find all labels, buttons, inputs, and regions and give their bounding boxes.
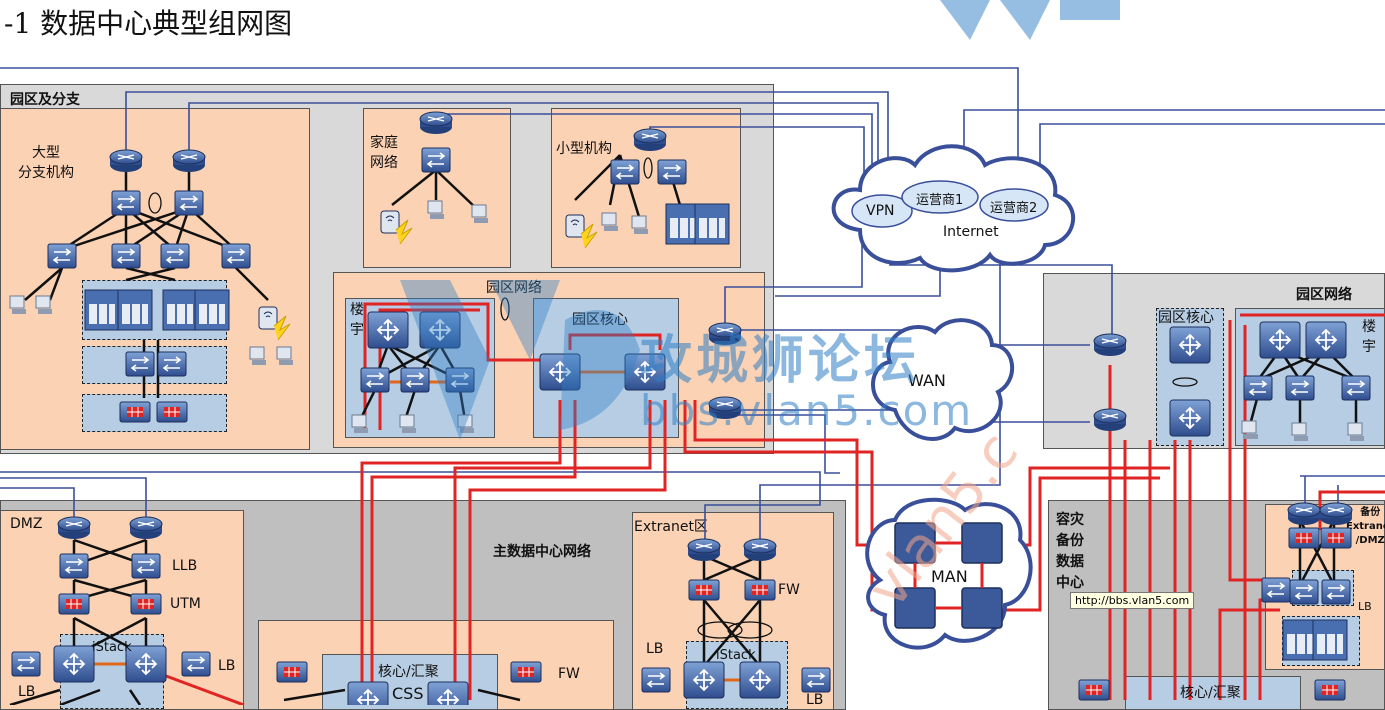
core-fw-label: FW <box>558 666 580 682</box>
large-branch-routers <box>109 149 206 173</box>
right-building-label: 楼 宇 <box>1362 319 1376 355</box>
dr-core-agg-label: 核心/汇聚 <box>1180 685 1241 701</box>
dr-dc-title: 容灾 备份 数据 中心 <box>1056 512 1084 591</box>
core-agg-label: 核心/汇聚 <box>378 664 439 680</box>
right-campus-title: 园区网络 <box>1296 287 1352 303</box>
large-branch-core <box>111 190 204 216</box>
dmz-istack-label: iStack <box>92 640 132 655</box>
large-branch-label: 大型 分支机构 <box>18 145 74 181</box>
dmz-lb-left-label: LB <box>18 684 36 700</box>
page-title: -1 数据中心典型组网图 <box>4 7 293 40</box>
dmz-lb-right-label: LB <box>218 658 236 674</box>
large-branch-box <box>0 108 310 450</box>
campus-core-label: 园区核心 <box>572 309 628 329</box>
extranet-fw-label: FW <box>778 582 800 598</box>
extranet-lb-left-label: LB <box>646 641 664 657</box>
building-label: 楼 宇 <box>350 302 364 338</box>
logo-watermark-center <box>400 280 640 440</box>
small-org-label: 小型机构 <box>556 141 612 157</box>
man-switches <box>894 522 1003 629</box>
campus-branch-title: 园区及分支 <box>10 92 80 108</box>
main-dc-title: 主数据中心网络 <box>493 544 591 560</box>
branch-switch-pair <box>125 351 187 377</box>
right-core-switches <box>1169 326 1211 437</box>
internet-label: Internet <box>943 224 999 240</box>
right-edge-routers <box>1093 333 1127 432</box>
home-network-label: 家庭 网络 <box>370 135 398 171</box>
extranet-label: Extranet区 <box>634 519 708 535</box>
dmz-label: DMZ <box>10 516 43 532</box>
branch-switch-group <box>82 346 227 384</box>
home-devices <box>380 111 489 245</box>
vpn-label: VPN <box>866 203 895 219</box>
logo-watermark-top <box>940 0 1120 40</box>
small-org-devices <box>565 128 730 249</box>
branch-security <box>119 401 188 423</box>
man-label: MAN <box>931 567 968 586</box>
utm-label: UTM <box>170 596 201 612</box>
backup-lb-label: LB <box>1358 600 1372 613</box>
css-label: CSS <box>392 684 424 703</box>
backup-extranet-label: 备份 Extranet /DMZ <box>1346 507 1385 546</box>
wan-label: WAN <box>908 371 946 390</box>
isp2-label: 运营商2 <box>990 201 1038 216</box>
url-tooltip: http://bbs.vlan5.com <box>1070 592 1195 609</box>
campus-network-label: 园区网络 <box>486 277 542 297</box>
backup-extranet-devices <box>1261 502 1353 661</box>
large-branch-access <box>47 243 251 269</box>
extranet-lb-right-label: LB <box>806 692 824 708</box>
isp1-label: 运营商1 <box>916 193 964 208</box>
watermark-url: bbs.vlan5.com <box>640 386 974 435</box>
large-branch-servers <box>84 289 230 331</box>
extranet-istack-label: iStack <box>716 648 756 663</box>
watermark-text: 攻城狮论坛 <box>640 331 921 391</box>
extranet-devices <box>641 538 831 699</box>
llb-label: LLB <box>172 558 198 574</box>
right-building-switches <box>1241 321 1371 442</box>
right-core-label: 园区核心 <box>1158 310 1214 326</box>
branch-security-group <box>82 394 227 432</box>
